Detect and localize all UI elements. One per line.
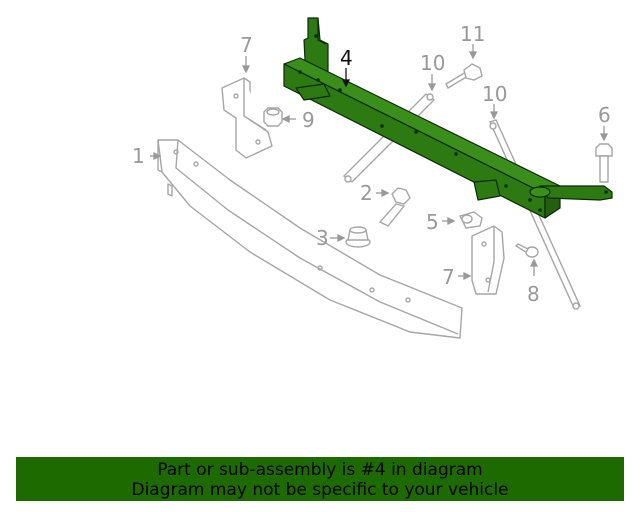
callout-3[interactable]: 3	[316, 226, 329, 250]
callout-8[interactable]: 8	[527, 282, 540, 306]
part-7-bracket-left[interactable]	[221, 77, 273, 159]
part-1-bumper-beam[interactable]	[157, 139, 463, 339]
part-4-radiator-support-crossmember[interactable]	[283, 17, 613, 219]
callout-7-lower[interactable]: 7	[442, 265, 455, 289]
part-10-tie-rod-right[interactable]	[489, 119, 581, 310]
callout-1[interactable]: 1	[132, 144, 145, 168]
part-3-flange-nut[interactable]	[345, 226, 371, 248]
part-5-grommet[interactable]	[458, 211, 483, 229]
callout-4[interactable]: 4	[340, 46, 353, 70]
callout-6[interactable]: 6	[598, 103, 611, 127]
banner-line-part-number: Part or sub-assembly is #4 in diagram	[157, 460, 483, 480]
callout-9[interactable]: 9	[302, 108, 315, 132]
banner-line-disclaimer: Diagram may not be specific to your vehi…	[131, 480, 509, 500]
part-6-bolt[interactable]	[595, 143, 613, 183]
part-11-bolt[interactable]	[445, 63, 483, 89]
part-8-push-pin[interactable]	[514, 243, 539, 258]
highlight-notice-banner: Part or sub-assembly is #4 in diagram Di…	[16, 457, 624, 501]
callout-leader-4	[341, 68, 351, 88]
callout-11[interactable]: 11	[460, 22, 485, 46]
part-9-nut[interactable]	[263, 107, 283, 127]
callout-2[interactable]: 2	[360, 181, 373, 205]
exploded-parts-diagram: 1 7 9 4 10 11 10 6 2 3 5 7 8	[132, 17, 613, 339]
callout-10-right[interactable]: 10	[482, 82, 507, 106]
callout-5[interactable]: 5	[426, 210, 439, 234]
part-7-bracket-right[interactable]	[471, 225, 505, 295]
callout-10-left[interactable]: 10	[420, 51, 445, 75]
part-2-flange-bolt[interactable]	[378, 187, 411, 227]
callout-leaders	[150, 44, 609, 281]
callout-7-upper[interactable]: 7	[240, 33, 253, 57]
